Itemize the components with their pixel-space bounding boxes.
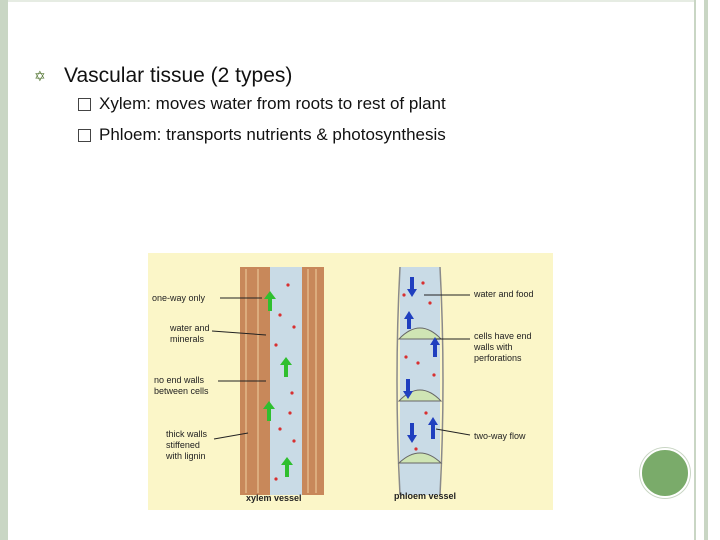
left-border [0,0,8,540]
label-thick-walls: thick walls stiffened with lignin [166,429,208,461]
blue-arrows [403,277,440,443]
right-border-inner [694,0,696,540]
xylem-dots [274,283,296,481]
diagram-art [211,266,471,496]
sub-bullet-phloem: Phloem: transports nutrients & photosynt… [78,125,446,145]
label-end-walls: cells have end walls with perforations [474,331,532,363]
sub-bullet-text: Xylem: moves water from roots to rest of… [99,94,446,113]
label-no-end-walls: no end walls between cells [154,375,209,396]
label-water-food: water and food [474,289,534,299]
main-heading: Vascular tissue (2 types) [64,64,293,87]
phloem-dots [402,281,436,451]
label-one-way: one-way only [152,293,206,303]
green-up-arrows [263,291,293,477]
sub-bullet-text: Phloem: transports nutrients & photosynt… [99,125,446,144]
right-border-outer [704,0,708,540]
vascular-diagram: one-way only water and minerals no end w… [148,253,553,510]
left-leader-lines [211,297,267,440]
caption-phloem: phloem vessel [394,491,457,501]
top-rule [8,0,694,2]
decorative-circle [640,448,690,498]
xylem-lumen [270,267,302,495]
xylem-right-wall [302,267,324,495]
right-leader-lines [424,294,471,436]
label-water-minerals: water and minerals [170,323,210,344]
leaf-bullet-icon: ✡ [34,68,46,84]
main-bullet: ✡ Vascular tissue (2 types) [34,64,292,88]
checkbox-bullet-icon [78,97,91,111]
caption-xylem: xylem vessel [246,493,302,503]
checkbox-bullet-icon [78,128,91,142]
sub-bullet-xylem: Xylem: moves water from roots to rest of… [78,94,446,114]
label-two-way: two-way flow [474,431,526,441]
